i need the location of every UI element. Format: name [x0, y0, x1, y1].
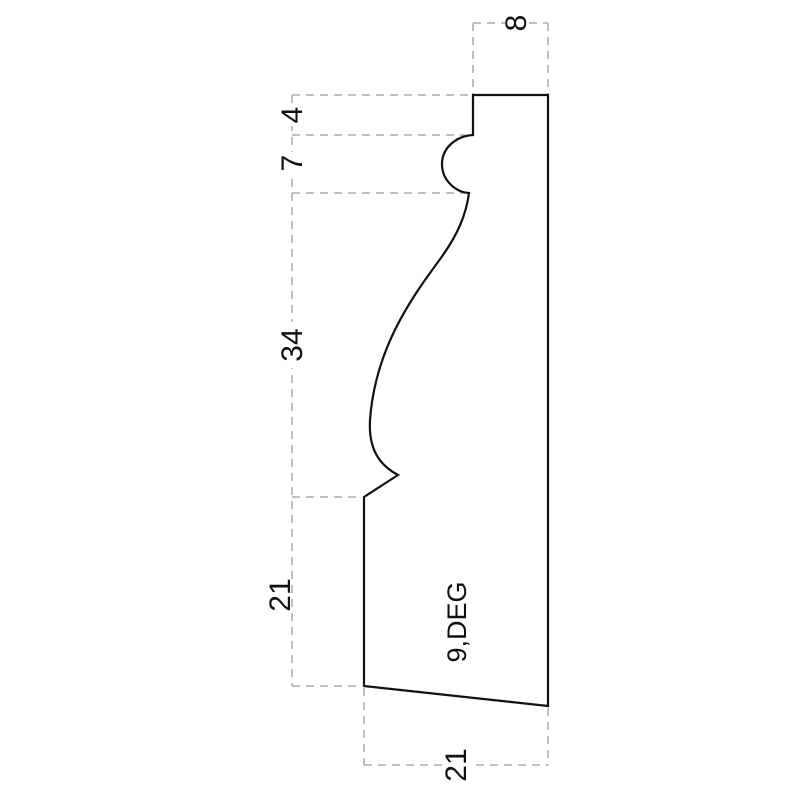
segment-label-3: 34: [276, 328, 309, 361]
dimension-labels: 8 4 7 34 21 21 9,DEG: [264, 8, 533, 788]
angle-annotation: 9,DEG: [442, 581, 472, 662]
profile-outline: [362, 93, 550, 708]
segment-label-1: 4: [276, 107, 309, 124]
segment-label-4: 21: [264, 578, 297, 611]
top-dimension: [472, 22, 549, 95]
segment-label-2: 7: [276, 155, 309, 172]
bottom-width-label: 21: [440, 748, 473, 781]
top-width-label: 8: [500, 15, 533, 32]
left-dimensions: [291, 94, 473, 687]
